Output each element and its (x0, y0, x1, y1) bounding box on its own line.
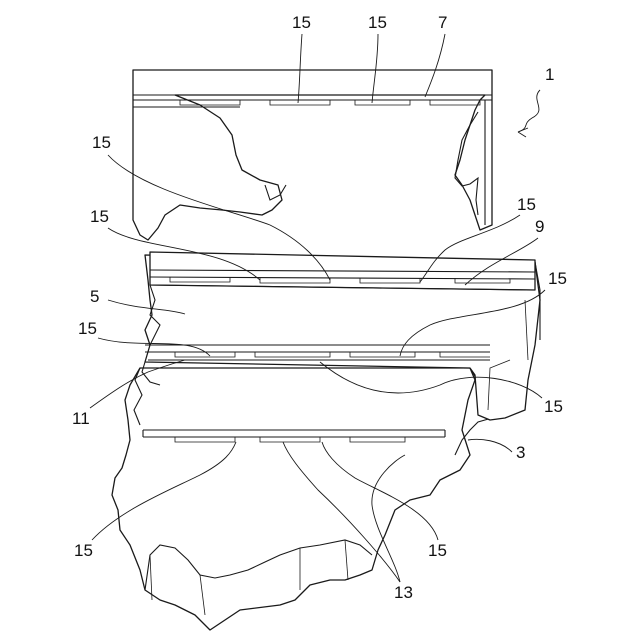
label-15-top-left: 15 (292, 13, 311, 32)
label-1: 1 (545, 65, 554, 84)
label-15-left-mid: 15 (90, 207, 109, 226)
top-plate-7 (133, 70, 492, 240)
label-15-left-upper: 15 (92, 133, 111, 152)
label-13: 13 (394, 583, 413, 602)
bottom-layer-3 (112, 368, 495, 630)
label-11: 11 (72, 409, 90, 428)
label-9: 9 (535, 217, 544, 236)
label-7: 7 (438, 13, 447, 32)
label-15-bottom-left: 15 (74, 541, 93, 560)
label-15-left-lower: 15 (78, 319, 97, 338)
label-15-right-mid: 15 (548, 269, 567, 288)
label-5: 5 (90, 287, 99, 306)
label-15-right-lower: 15 (544, 397, 563, 416)
label-15-top-right: 15 (368, 13, 387, 32)
label-15-bottom-right: 15 (428, 541, 447, 560)
label-15-right-upper: 15 (517, 195, 536, 214)
label-3: 3 (516, 443, 525, 462)
